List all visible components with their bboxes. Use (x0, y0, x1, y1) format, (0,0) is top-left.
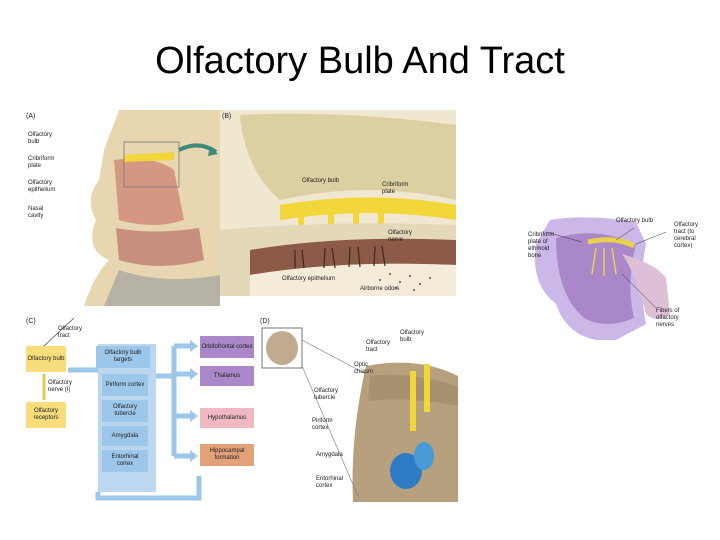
side-nasal-cavity-figure: Olfactory bulb Cribriform plate of ethmo… (526, 214, 710, 340)
label-d-olfactory-tract: Olfactory tract (366, 340, 396, 354)
label-side-cribriform: Cribriform plate of ethmoid bone (528, 232, 552, 260)
box-thalamus: Thalamus (200, 366, 254, 386)
box-piriform-cortex: Piriform cortex (102, 374, 148, 396)
box-hippocampal-formation: Hippocampal formation (200, 444, 254, 466)
label-d-olfactory-tubercle: Olfactory tubercle (314, 388, 348, 402)
box-olfactory-bulb: Olfactory bulb (26, 346, 66, 372)
panel-a-head-section: (A) Olfactory bulb Cribriform plate Olfa… (24, 110, 220, 306)
panel-d-brain-ventral: (D) Olfactory bulb Olfactory tract Optic… (258, 316, 458, 502)
label-olfactory-tract: Olfactory tract (58, 326, 88, 340)
slide-title: Olfactory Bulb And Tract (0, 40, 720, 83)
label-d-piriform-cortex: Piriform cortex (312, 418, 342, 432)
box-orbitofrontal-cortex: Orbitofrontal cortex (200, 336, 254, 358)
label-b-cribriform-plate: Cribriform plate (382, 182, 412, 196)
box-olfactory-receptors: Olfactory receptors (26, 402, 66, 428)
label-nasal-cavity: Nasal cavity (28, 206, 58, 220)
label-b-olfactory-epithelium: Olfactory epithelium (282, 276, 335, 283)
label-olfactory-epithelium: Olfactory epithelium (28, 180, 64, 194)
panel-c-letter: (C) (26, 318, 36, 325)
label-d-olfactory-bulb: Olfactory bulb (400, 330, 434, 344)
panel-d-letter: (D) (260, 318, 270, 325)
label-olfactory-bulb: Olfactory bulb (28, 132, 62, 146)
epithelium-illustration (220, 110, 456, 296)
panel-a-letter: (A) (26, 113, 35, 120)
label-b-olfactory-nerve: Olfactory nerve (388, 230, 418, 244)
panel-c-pathway-diagram: (C) Olfactory tract Olfactory bulb Olfac… (24, 316, 256, 502)
label-b-airborne-odors: Airborne odors (360, 286, 399, 293)
label-side-olfactory-bulb: Olfactory bulb (616, 218, 653, 225)
panel-b-epithelium-detail: (B) Olfactory bulb Cribriform plate Olfa… (220, 110, 456, 296)
label-d-optic-chiasm: Optic chiasm (354, 362, 382, 376)
label-d-entorhinal-cortex: Entorhinal cortex (316, 476, 348, 490)
box-entorhinal-cortex: Entorhinal cortex (102, 450, 148, 472)
label-d-amygdala: Amygdala (316, 452, 343, 459)
box-amygdala: Amygdala (102, 426, 148, 446)
panel-b-letter: (B) (222, 113, 231, 120)
label-side-olfactory-tract: Olfactory tract (to cerebral cortex) (674, 222, 708, 250)
label-cribriform-plate: Cribriform plate (28, 156, 62, 170)
box-bulb-targets-title: Olfactory bulb targets (96, 346, 150, 368)
label-olfactory-nerve-i: Olfactory nerve (I) (48, 380, 78, 394)
box-hypothalamus: Hypothalamus (200, 408, 254, 428)
label-b-olfactory-bulb: Olfactory bulb (302, 178, 339, 185)
label-side-fibers: Fibers of olfactory nerves (656, 308, 686, 329)
box-olfactory-tubercle: Olfactory tubercle (102, 400, 148, 422)
